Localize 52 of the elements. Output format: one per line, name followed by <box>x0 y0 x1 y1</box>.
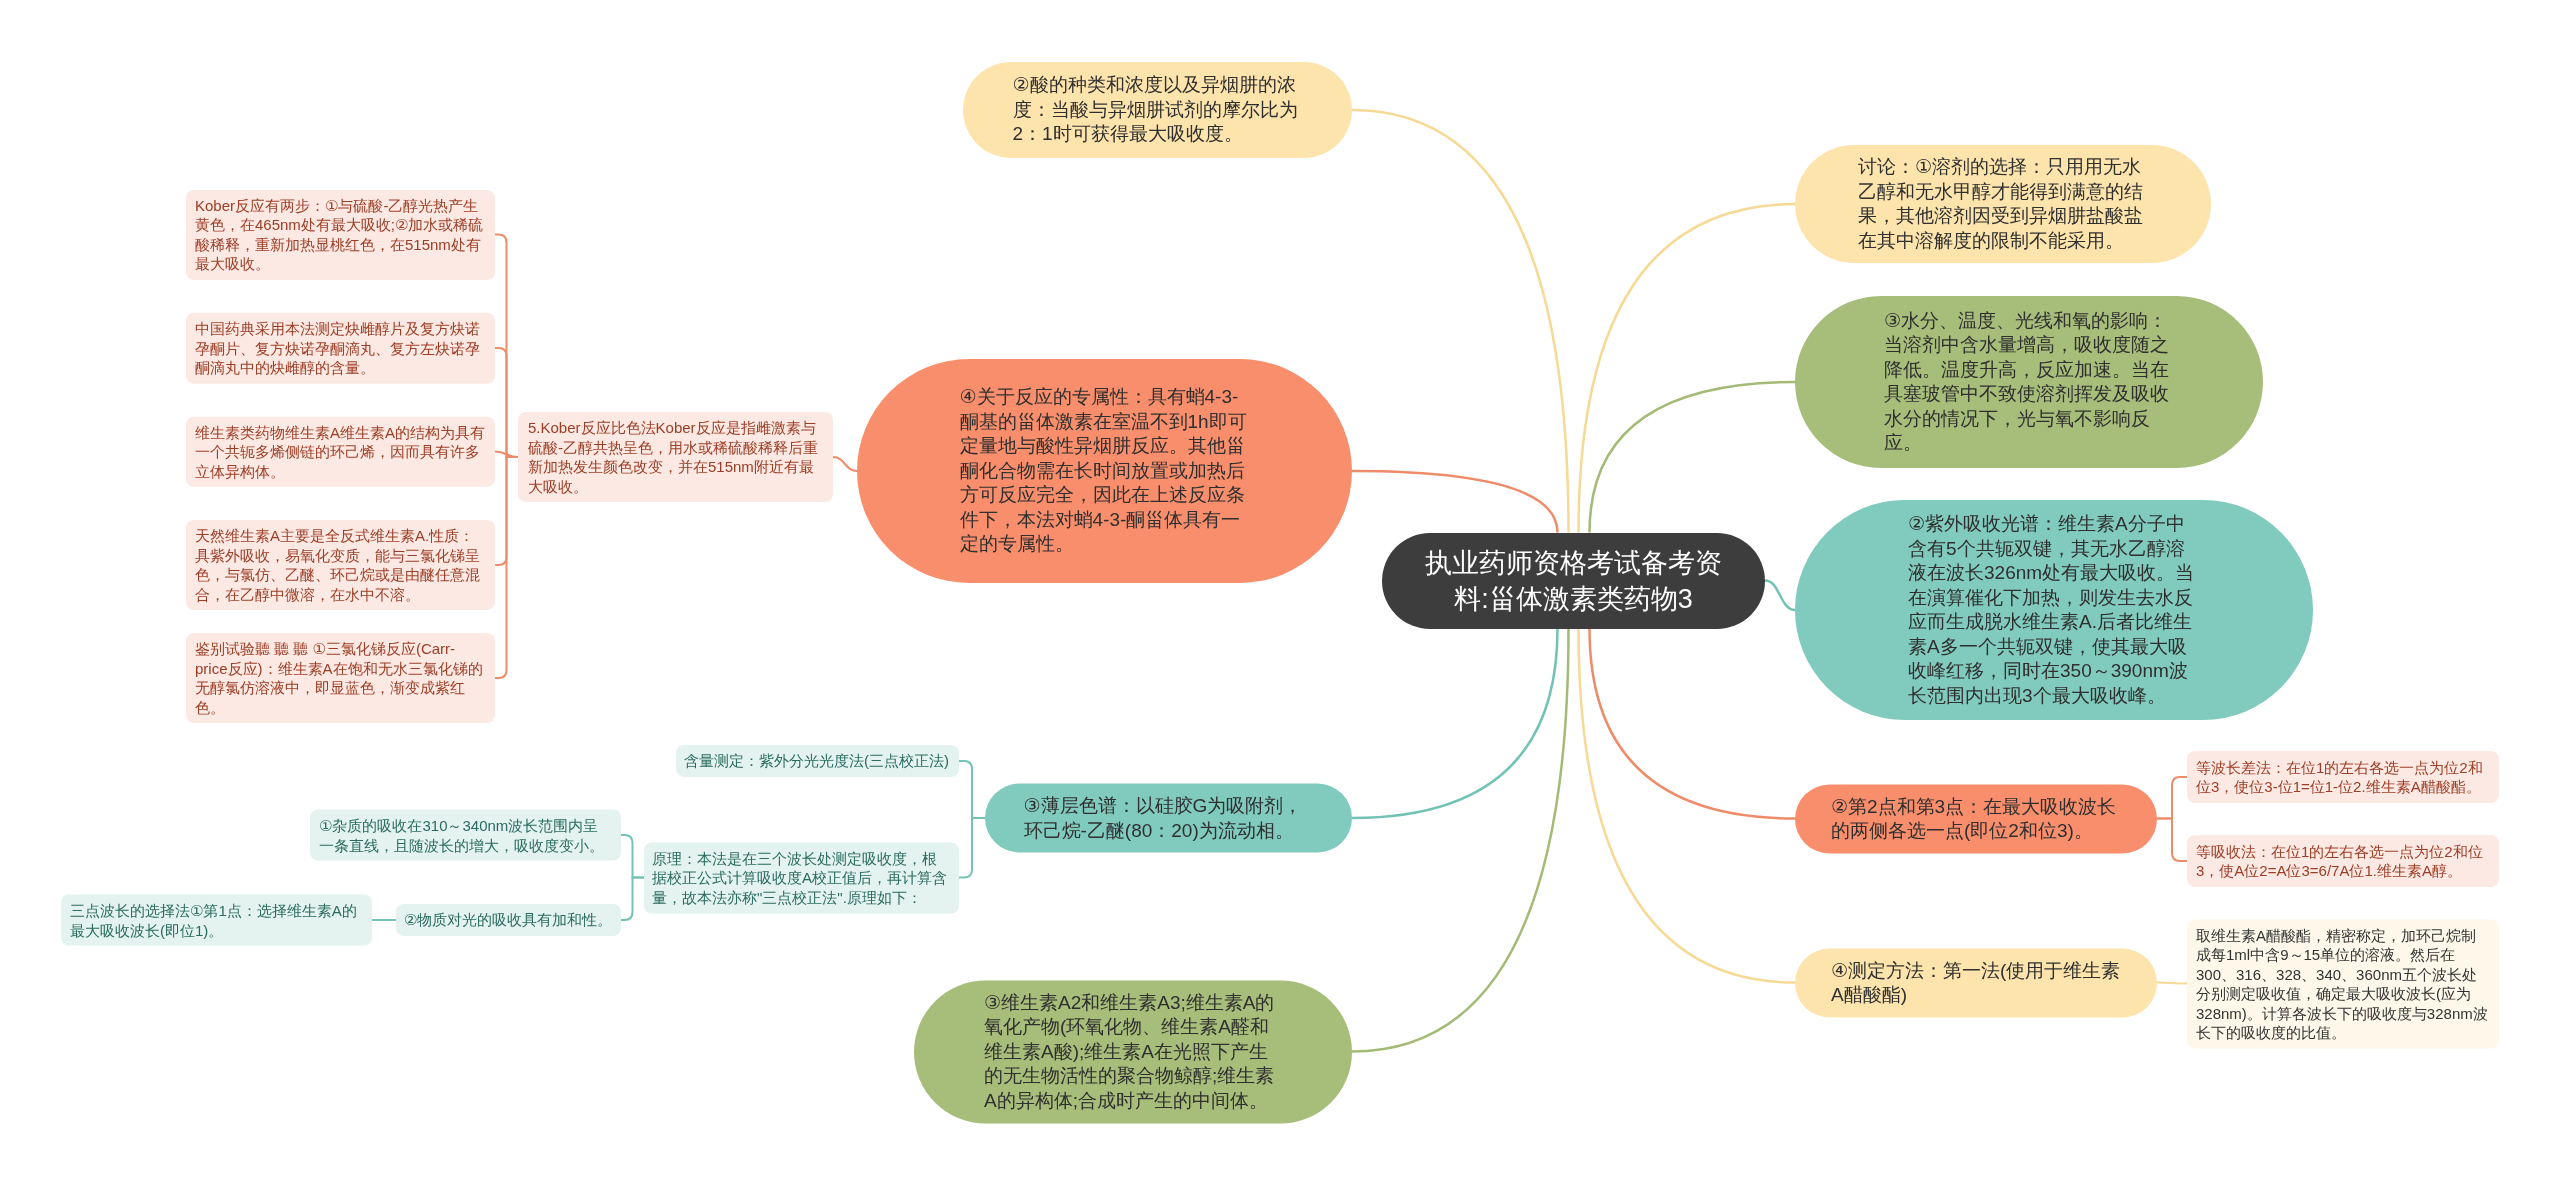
subtopic-box <box>61 894 372 946</box>
topic-text: 讨论：①溶剂的选择：只用用无水乙醇和无水甲醇才能得到满意的结果，其他溶剂因受到异烟肼盐酸盐在其中溶解度的限制不能采用。 <box>1858 155 2144 253</box>
subtopic-box <box>2187 751 2499 803</box>
branch-line <box>1764 579 1796 612</box>
branch-line <box>1351 108 1570 533</box>
subtopic-box <box>644 842 959 913</box>
topic-text: 维生素类药物维生素A维生素A的结构为具有一个共轭多烯侧链的环己烯，因而具有许多立体异构体。 <box>195 422 486 481</box>
topic-text: ③薄层色谱：以硅胶G为吸附剂，环己烷-乙醚(80：20)为流动相。 <box>1023 793 1304 843</box>
topic-text: 取维生素A醋酸酯，精密称定，加环己烷制成每1ml中含9～15单位的溶液。然后在300、316、328、340、360nm五个波长处分别测定吸收值，确定最大吸收波长(应为328nm)。计算各波长下的吸收度与328nm波长下的吸收度的比值。 <box>2196 925 2489 1042</box>
subtopic-box <box>310 809 621 861</box>
subtopic-box <box>396 904 621 936</box>
topic-text: ②紫外吸收光谱：维生素A分子中含有5个共轭双键，其无水乙醇溶液在波长326nm处有最大吸收。当在演算催化下加热，则发生去水反应而生成脱水维生素A.后者比维生素A多一个共轭双键，使其最大吸收峰红移，同时在350～390nm波长范围内出现3个最大吸收峰。 <box>1908 512 2196 708</box>
topic-text: 等吸收法：在位1的左右各选一点为位2和位3，使A位2=A位3=6/7A位1.维生素A醇。 <box>2196 841 2484 881</box>
branch-line <box>1588 380 1796 533</box>
subtopic-box <box>676 745 959 777</box>
subtopic-box <box>2187 835 2499 887</box>
topic-text: 天然维生素A主要是全反式维生素A.性质：具紫外吸收，易氧化变质，能与三氯化锑呈色，与氯仿、乙醚、环己烷或是由醚任意混合，在乙醇中微溶，在水中不溶。 <box>195 526 481 604</box>
topic-text: ①杂质的吸收在310～340nm波长范围内呈一条直线，且随波长的增大，吸收度变小。 <box>319 815 605 855</box>
branch-line <box>371 919 397 921</box>
branch-line <box>1351 628 1559 820</box>
topic-text: 等波长差法：在位1的左右各选一点为位2和位3，使位3-位1=位1-位2.维生素A醋酸酯。 <box>2196 757 2484 797</box>
topic-text: 三点波长的选择法①第1点：选择维生素A的最大吸收波长(即位1)。 <box>70 900 358 940</box>
branch-line <box>1351 628 1570 1053</box>
branch-line <box>1588 628 1796 820</box>
branch-line <box>1577 202 1796 533</box>
topic-text: 中国药典采用本法测定炔雌醇片及复方炔诺孕酮片、复方炔诺孕酮滴丸、复方左炔诺孕酮滴丸中的炔雌醇的含量。 <box>195 318 481 378</box>
topic-text: ②物质对光的吸收具有加和性。 <box>404 910 613 930</box>
topic-text: ③水分、温度、光线和氧的影响：当溶剂中含水量增高，吸收度随之降低。温度升高，反应加速。当在具塞玻管中不致使溶剂挥发及吸收水分的情况下，光与氧不影响反应。 <box>1884 308 2170 455</box>
subtopic-box <box>186 633 495 723</box>
branch-line <box>1577 628 1796 984</box>
topic-text: ②第2点和第3点：在最大吸收波长的两侧各选一点(即位2和位3)。 <box>1831 794 2118 843</box>
topic-text: 鉴别试验聽 聽 聽 ①三氯化锑反应(Carr-price反应)：维生素A在饱和无水三氯化锑的无醇氯仿溶液中，即显蓝色，渐变成紫红色。 <box>195 639 484 717</box>
central-topic-text: 执业药师资格考试备考资料:甾体激素类药物3 <box>1424 546 1723 616</box>
topic-text: ④关于反应的专属性：具有蛸4-3-酮基的甾体激素在室温不到1h即可定量地与酸性异烟肼反应。其他甾酮化合物需在长时间放置或加热后方可反应完全，因此在上述反应条件下，本法对蛸4-3-酮甾体具有一定的专属性。 <box>959 385 1248 557</box>
branch-line <box>620 876 645 921</box>
branch-line <box>2156 981 2188 985</box>
subtopic-box <box>186 189 495 280</box>
topic-text: 含量测定：紫外分光光度法(三点校正法) <box>684 751 950 771</box>
branch-line <box>832 456 858 472</box>
subtopic-box <box>186 416 495 487</box>
topic-text: Kober反应有两步：①与硫酸-乙醇光热产生黄色，在465nm处有最大吸收;②加水或稀硫酸稀释，重新加热显桃红色，在515nm处有最大吸收。 <box>195 195 485 274</box>
topic-text: 原理：本法是在三个波长处测定吸收度，根据校正公式计算吸收度A校正值后，再计算含量，故本法亦称"三点校正法".原理如下： <box>652 848 948 907</box>
topic-text: 5.Kober反应比色法Kober反应是指雌激素与硫酸-乙醇共热呈色，用水或稀硫酸稀释后重新加热发生颜色改变，并在515nm附近有最大吸收。 <box>528 418 819 496</box>
branch-line <box>1352 469 1559 533</box>
topic-text: ④测定方法：第一法(使用于维生素A醋酸酯) <box>1831 958 2121 1007</box>
topic-text: ③维生素A2和维生素A3;维生素A的氧化产物(环氧化物、维生素A醛和维生素A酸);维生素A在光照下产生的无生物活性的聚合物鲸醇;维生素A的异构体;合成时产生的中间体。 <box>984 990 1276 1113</box>
subtopic-box <box>518 412 833 502</box>
subtopic-box <box>186 520 495 610</box>
branch-line <box>494 456 519 679</box>
subtopic-box <box>186 312 495 384</box>
branch-line <box>2156 817 2188 862</box>
topic-text: ②酸的种类和浓度以及异烟肼的浓度：当酸与异烟肼试剂的摩尔比为2：1时可获得最大吸收度。 <box>1012 73 1299 147</box>
